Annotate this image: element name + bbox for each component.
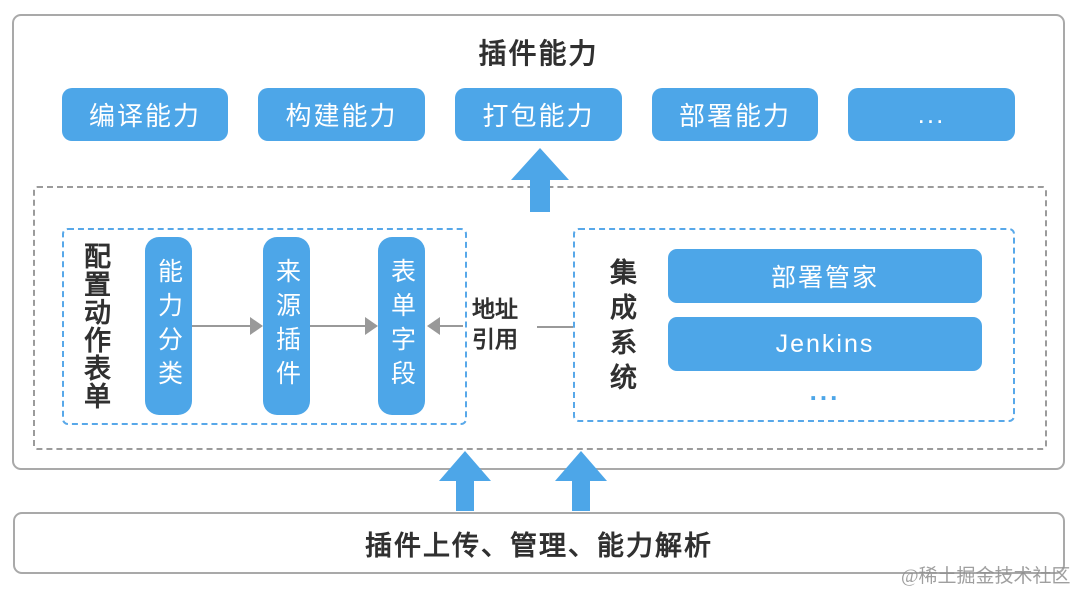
- pill-source-plugin: 来源插件: [263, 237, 310, 415]
- up-arrow-icon: [439, 451, 491, 511]
- capability-node-build: 构建能力: [258, 88, 425, 141]
- pill-capability-category: 能力分类: [145, 237, 192, 415]
- capability-node-deploy: 部署能力: [652, 88, 818, 141]
- integration-systems-label: 集成系统: [606, 258, 636, 398]
- integration-node-deploy-manager: 部署管家: [668, 249, 982, 303]
- diagram-title: 插件能力: [478, 38, 599, 69]
- capability-node-more: ...: [848, 88, 1015, 141]
- capability-node-compile: 编译能力: [62, 88, 228, 141]
- integration-more-dots: ...: [809, 376, 841, 406]
- address-reference-label: 地址 引用: [472, 296, 518, 352]
- capability-node-package: 打包能力: [455, 88, 622, 141]
- plugin-management-label: 插件上传、管理、能力解析: [365, 530, 713, 561]
- up-arrow-icon: [511, 148, 569, 212]
- integration-node-jenkins: Jenkins: [668, 317, 982, 371]
- up-arrow-icon: [555, 451, 607, 511]
- plugin-management-bar: 插件上传、管理、能力解析: [13, 512, 1065, 574]
- watermark: @稀土掘金技术社区: [901, 566, 1071, 587]
- config-form-label: 配置动作表单: [80, 242, 110, 410]
- pill-form-field: 表单字段: [378, 237, 425, 415]
